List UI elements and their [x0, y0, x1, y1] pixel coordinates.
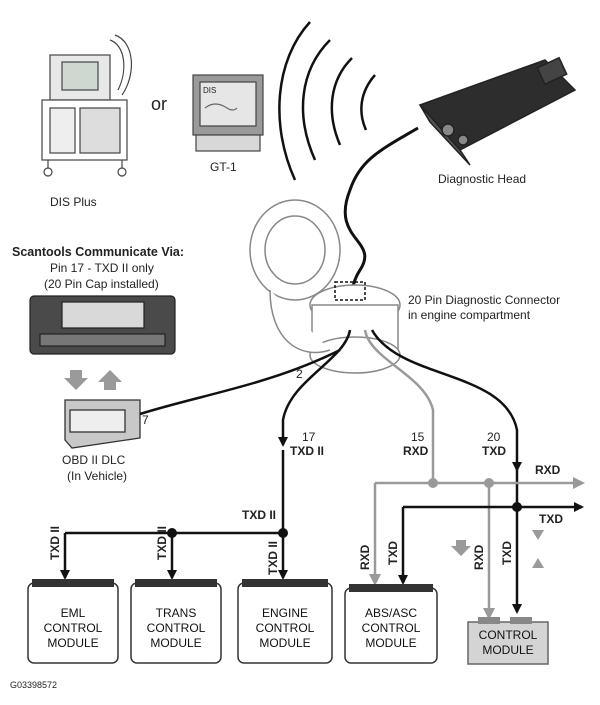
cm-rxd-label: RXD	[472, 544, 486, 570]
pin20-number: 20	[487, 430, 501, 444]
svg-text:CONTROL: CONTROL	[256, 621, 315, 635]
arrow-down-icon	[64, 370, 88, 390]
figure-id: G03398572	[10, 680, 57, 690]
engine-control-module: ENGINE CONTROL MODULE	[237, 579, 333, 664]
pin17-signal: TXD II	[290, 444, 324, 458]
connector-label-line1: 20 Pin Diagnostic Connector	[408, 293, 560, 307]
pin15-signal: RXD	[403, 444, 429, 458]
obd-cable	[139, 348, 341, 416]
pin20-signal: TXD	[482, 444, 506, 458]
control-module: CONTROL MODULE	[467, 617, 549, 665]
obd-pin2-label: 2	[296, 367, 303, 381]
arrow-up-small-icon	[532, 558, 544, 568]
arrow-up-icon	[98, 370, 122, 390]
abs-txd-label: TXD	[386, 541, 400, 565]
pin-cap-outline	[334, 281, 366, 301]
svg-text:EML: EML	[61, 606, 86, 620]
obd-label-line1: OBD II DLC	[62, 453, 126, 467]
cm-txd-label: TXD	[500, 541, 514, 565]
obd-pin7-label: 7	[142, 413, 149, 427]
abs-rxd-label: RXD	[358, 544, 372, 570]
scantools-line1: Pin 17 - TXD II only	[50, 261, 154, 275]
svg-text:TRANS: TRANS	[156, 606, 197, 620]
svg-text:MODULE: MODULE	[47, 636, 98, 650]
pin15-number: 15	[411, 430, 425, 444]
pin17-wire	[278, 329, 352, 447]
scantools-line2: (20 Pin Cap installed)	[44, 277, 159, 291]
svg-text:ABS/ASC: ABS/ASC	[365, 606, 417, 620]
trans-lead-label: TXD II	[155, 526, 169, 560]
eml-lead-label: TXD II	[48, 526, 62, 560]
pin17-number: 17	[302, 430, 316, 444]
svg-text:MODULE: MODULE	[259, 636, 310, 650]
obd-dlc-icon	[64, 399, 141, 449]
engine-lead-label: TXD II	[266, 541, 280, 575]
or-label: or	[151, 94, 167, 114]
arrow-down-small-icon	[532, 530, 544, 540]
svg-text:CONTROL: CONTROL	[44, 621, 103, 635]
gt1-screen-label: DIS	[203, 86, 216, 95]
connector-label-line2: in engine compartment	[408, 308, 531, 322]
diagnostic-head-icon	[418, 56, 577, 166]
svg-text:MODULE: MODULE	[365, 636, 416, 650]
pin20-wire	[370, 329, 522, 472]
scantool-icon	[29, 295, 176, 355]
svg-text:MODULE: MODULE	[482, 643, 533, 657]
wireless-waves-icon	[278, 21, 376, 181]
trans-control-module: TRANS CONTROL MODULE	[130, 579, 222, 664]
diagnostic-head-label: Diagnostic Head	[438, 172, 526, 186]
svg-text:CONTROL: CONTROL	[362, 621, 421, 635]
arrow-down-small-icon	[451, 540, 471, 556]
eml-control-module: EML CONTROL MODULE	[27, 579, 119, 664]
engine-connector-icon	[249, 199, 401, 374]
pin15-wire	[363, 329, 435, 483]
txd2-bus-label: TXD II	[242, 508, 276, 522]
svg-text:ENGINE: ENGINE	[262, 606, 308, 620]
svg-text:CONTROL: CONTROL	[479, 628, 538, 642]
gt1-icon	[192, 74, 264, 152]
obd-label-line2: (In Vehicle)	[67, 469, 127, 483]
abs-asc-control-module: ABS/ASC CONTROL MODULE	[344, 584, 438, 664]
rxd-bus-label: RXD	[535, 463, 561, 477]
dis-plus-label: DIS Plus	[50, 195, 97, 209]
dis-plus-icon	[41, 34, 133, 177]
gt1-label: GT-1	[210, 160, 237, 174]
svg-text:MODULE: MODULE	[150, 636, 201, 650]
svg-text:CONTROL: CONTROL	[147, 621, 206, 635]
txd-bus-label: TXD	[539, 512, 563, 526]
scantools-heading: Scantools Communicate Via:	[12, 245, 184, 259]
